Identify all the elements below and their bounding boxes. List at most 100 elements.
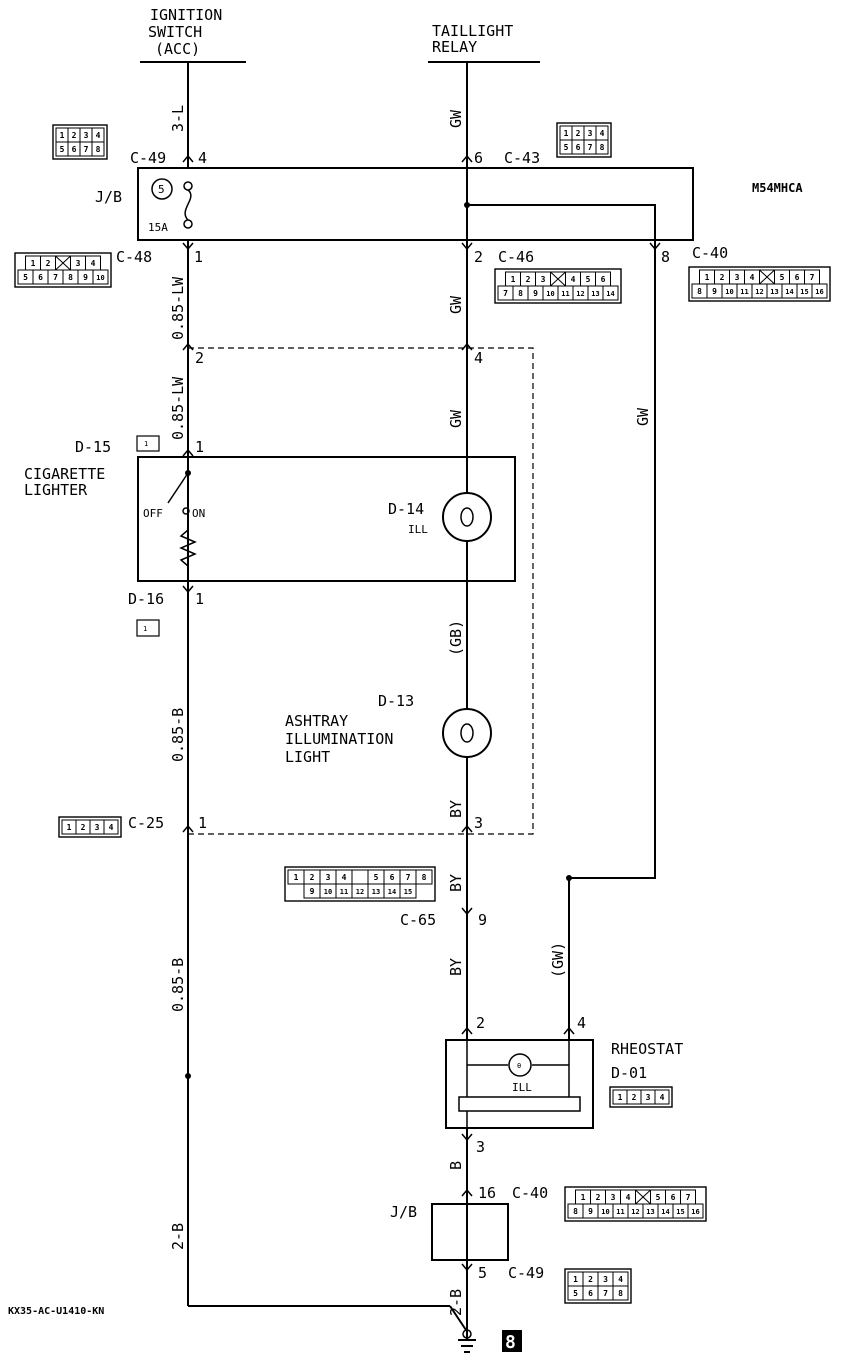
pin-number: 6 bbox=[72, 145, 77, 154]
pin-number: 13 bbox=[646, 1208, 654, 1216]
pin-cell bbox=[595, 139, 609, 155]
pin-number: 1 bbox=[511, 275, 516, 284]
pin-number: 13 bbox=[591, 290, 599, 298]
pin-number: 3 bbox=[95, 823, 100, 832]
pin-number: 3 bbox=[326, 873, 331, 882]
pin-number: 3 bbox=[735, 273, 740, 282]
pin-number: 3 bbox=[588, 129, 593, 138]
pin-cell bbox=[654, 1089, 670, 1105]
pin-label: 2 bbox=[476, 1014, 485, 1032]
svg-text:1: 1 bbox=[143, 625, 147, 633]
pin-number: 8 bbox=[96, 145, 101, 154]
pin-number: 12 bbox=[631, 1208, 639, 1216]
pin-number: 2 bbox=[526, 275, 531, 284]
pin-number: 10 bbox=[601, 1208, 609, 1216]
svg-text:(GW): (GW) bbox=[549, 942, 567, 978]
pin-cell bbox=[415, 869, 433, 885]
svg-text:RELAY: RELAY bbox=[432, 38, 477, 56]
pin-number: 8 bbox=[422, 873, 427, 882]
pin-number: 8 bbox=[697, 287, 702, 296]
illumination-dashed-outline bbox=[188, 347, 534, 835]
pin-number: 10 bbox=[725, 288, 733, 296]
pin-number: 1 bbox=[294, 873, 299, 882]
svg-text:TAILLIGHT: TAILLIGHT bbox=[432, 22, 513, 40]
pin-number: 1 bbox=[60, 131, 65, 140]
pin-number: 9 bbox=[83, 273, 88, 282]
connector-c48: C-48 bbox=[116, 248, 152, 266]
pin-number: 10 bbox=[324, 888, 332, 896]
d13-ashtray-lamp: D-13 bbox=[378, 692, 492, 758]
svg-text:GW: GW bbox=[447, 295, 465, 314]
svg-text:3-L: 3-L bbox=[169, 105, 187, 132]
connector-d15: D-15 bbox=[75, 438, 111, 456]
pin-number: 7 bbox=[84, 145, 89, 154]
pin-number: 4 bbox=[342, 873, 347, 882]
cigarette-lighter-label: CIGARETTE bbox=[24, 465, 105, 483]
junction-block-top bbox=[137, 167, 694, 241]
pin-number: 4 bbox=[618, 1275, 623, 1284]
pin-number: 6 bbox=[795, 273, 800, 282]
pin-number: 1 bbox=[705, 273, 710, 282]
pin-number: 8 bbox=[68, 273, 73, 282]
d15-connector-icon: 1 bbox=[136, 435, 160, 452]
pin-cell bbox=[612, 1285, 629, 1301]
pin-label: 2 bbox=[195, 349, 204, 367]
ashtray-label: ASHTRAY bbox=[285, 712, 348, 730]
pin-number: 2 bbox=[576, 129, 581, 138]
pin-label: 5 bbox=[478, 1264, 487, 1282]
pin-number: 6 bbox=[588, 1289, 593, 1298]
svg-text:1: 1 bbox=[144, 440, 148, 448]
pin-number: 16 bbox=[691, 1208, 699, 1216]
pin-number: 5 bbox=[656, 1193, 661, 1202]
svg-text:BY: BY bbox=[447, 874, 465, 892]
wire-labels: 3-L GW 0.85-LW GW 0.85-LW GW GW (GB) 0.8… bbox=[169, 105, 652, 1316]
pin-number: 4 bbox=[660, 1093, 665, 1102]
pin-number: 1 bbox=[618, 1093, 623, 1102]
pin-number: 2 bbox=[72, 131, 77, 140]
pin-number: 15 bbox=[800, 288, 808, 296]
pin-number: 3 bbox=[541, 275, 546, 284]
pin-number: 12 bbox=[576, 290, 584, 298]
svg-text:0.85-B: 0.85-B bbox=[169, 958, 187, 1012]
pin-number: 11 bbox=[616, 1208, 624, 1216]
pin-label: 3 bbox=[474, 814, 483, 832]
ground-symbol bbox=[458, 1329, 476, 1353]
left-wire bbox=[187, 62, 467, 1331]
pin-number: 7 bbox=[603, 1289, 608, 1298]
pin-number: 8 bbox=[600, 143, 605, 152]
pin-number: 1 bbox=[564, 129, 569, 138]
pin-number: 6 bbox=[671, 1193, 676, 1202]
svg-text:0.85-B: 0.85-B bbox=[169, 708, 187, 762]
connector-c43: C-43 bbox=[504, 149, 540, 167]
cigarette-lighter-box bbox=[137, 456, 516, 582]
ignition-switch-label: IGNITION SWITCH (ACC) bbox=[140, 6, 246, 63]
pin-label: 4 bbox=[198, 149, 207, 167]
pin-cell bbox=[602, 285, 619, 301]
splice-dot-top bbox=[464, 202, 470, 208]
lighter-switch: OFF ON bbox=[143, 470, 205, 581]
jb-label-bottom: J/B bbox=[390, 1203, 417, 1221]
d16-connector-icon: 1 bbox=[136, 619, 160, 637]
pin-cell bbox=[811, 283, 828, 299]
pin-number: 12 bbox=[356, 888, 364, 896]
pin-number: 5 bbox=[23, 273, 28, 282]
splice-dot-right bbox=[566, 875, 572, 881]
pin-number: 2 bbox=[720, 273, 725, 282]
pin-label: 2 bbox=[474, 248, 483, 266]
ground-number-badge: 8 bbox=[502, 1330, 522, 1353]
svg-text:GW: GW bbox=[447, 409, 465, 428]
pin-number: 7 bbox=[503, 289, 508, 298]
pin-number: 14 bbox=[606, 290, 614, 298]
pin-number: 5 bbox=[573, 1289, 578, 1298]
svg-text:5: 5 bbox=[158, 183, 165, 196]
pin-number: 10 bbox=[96, 274, 104, 282]
svg-text:(GB): (GB) bbox=[447, 620, 465, 656]
svg-text:(ACC): (ACC) bbox=[155, 40, 200, 58]
pin-number: 13 bbox=[770, 288, 778, 296]
svg-text:BY: BY bbox=[447, 958, 465, 976]
pin-label: 1 bbox=[198, 814, 207, 832]
pin-cell bbox=[103, 819, 119, 835]
diagram-id: KX35-AC-U1410-KN bbox=[8, 1306, 104, 1317]
